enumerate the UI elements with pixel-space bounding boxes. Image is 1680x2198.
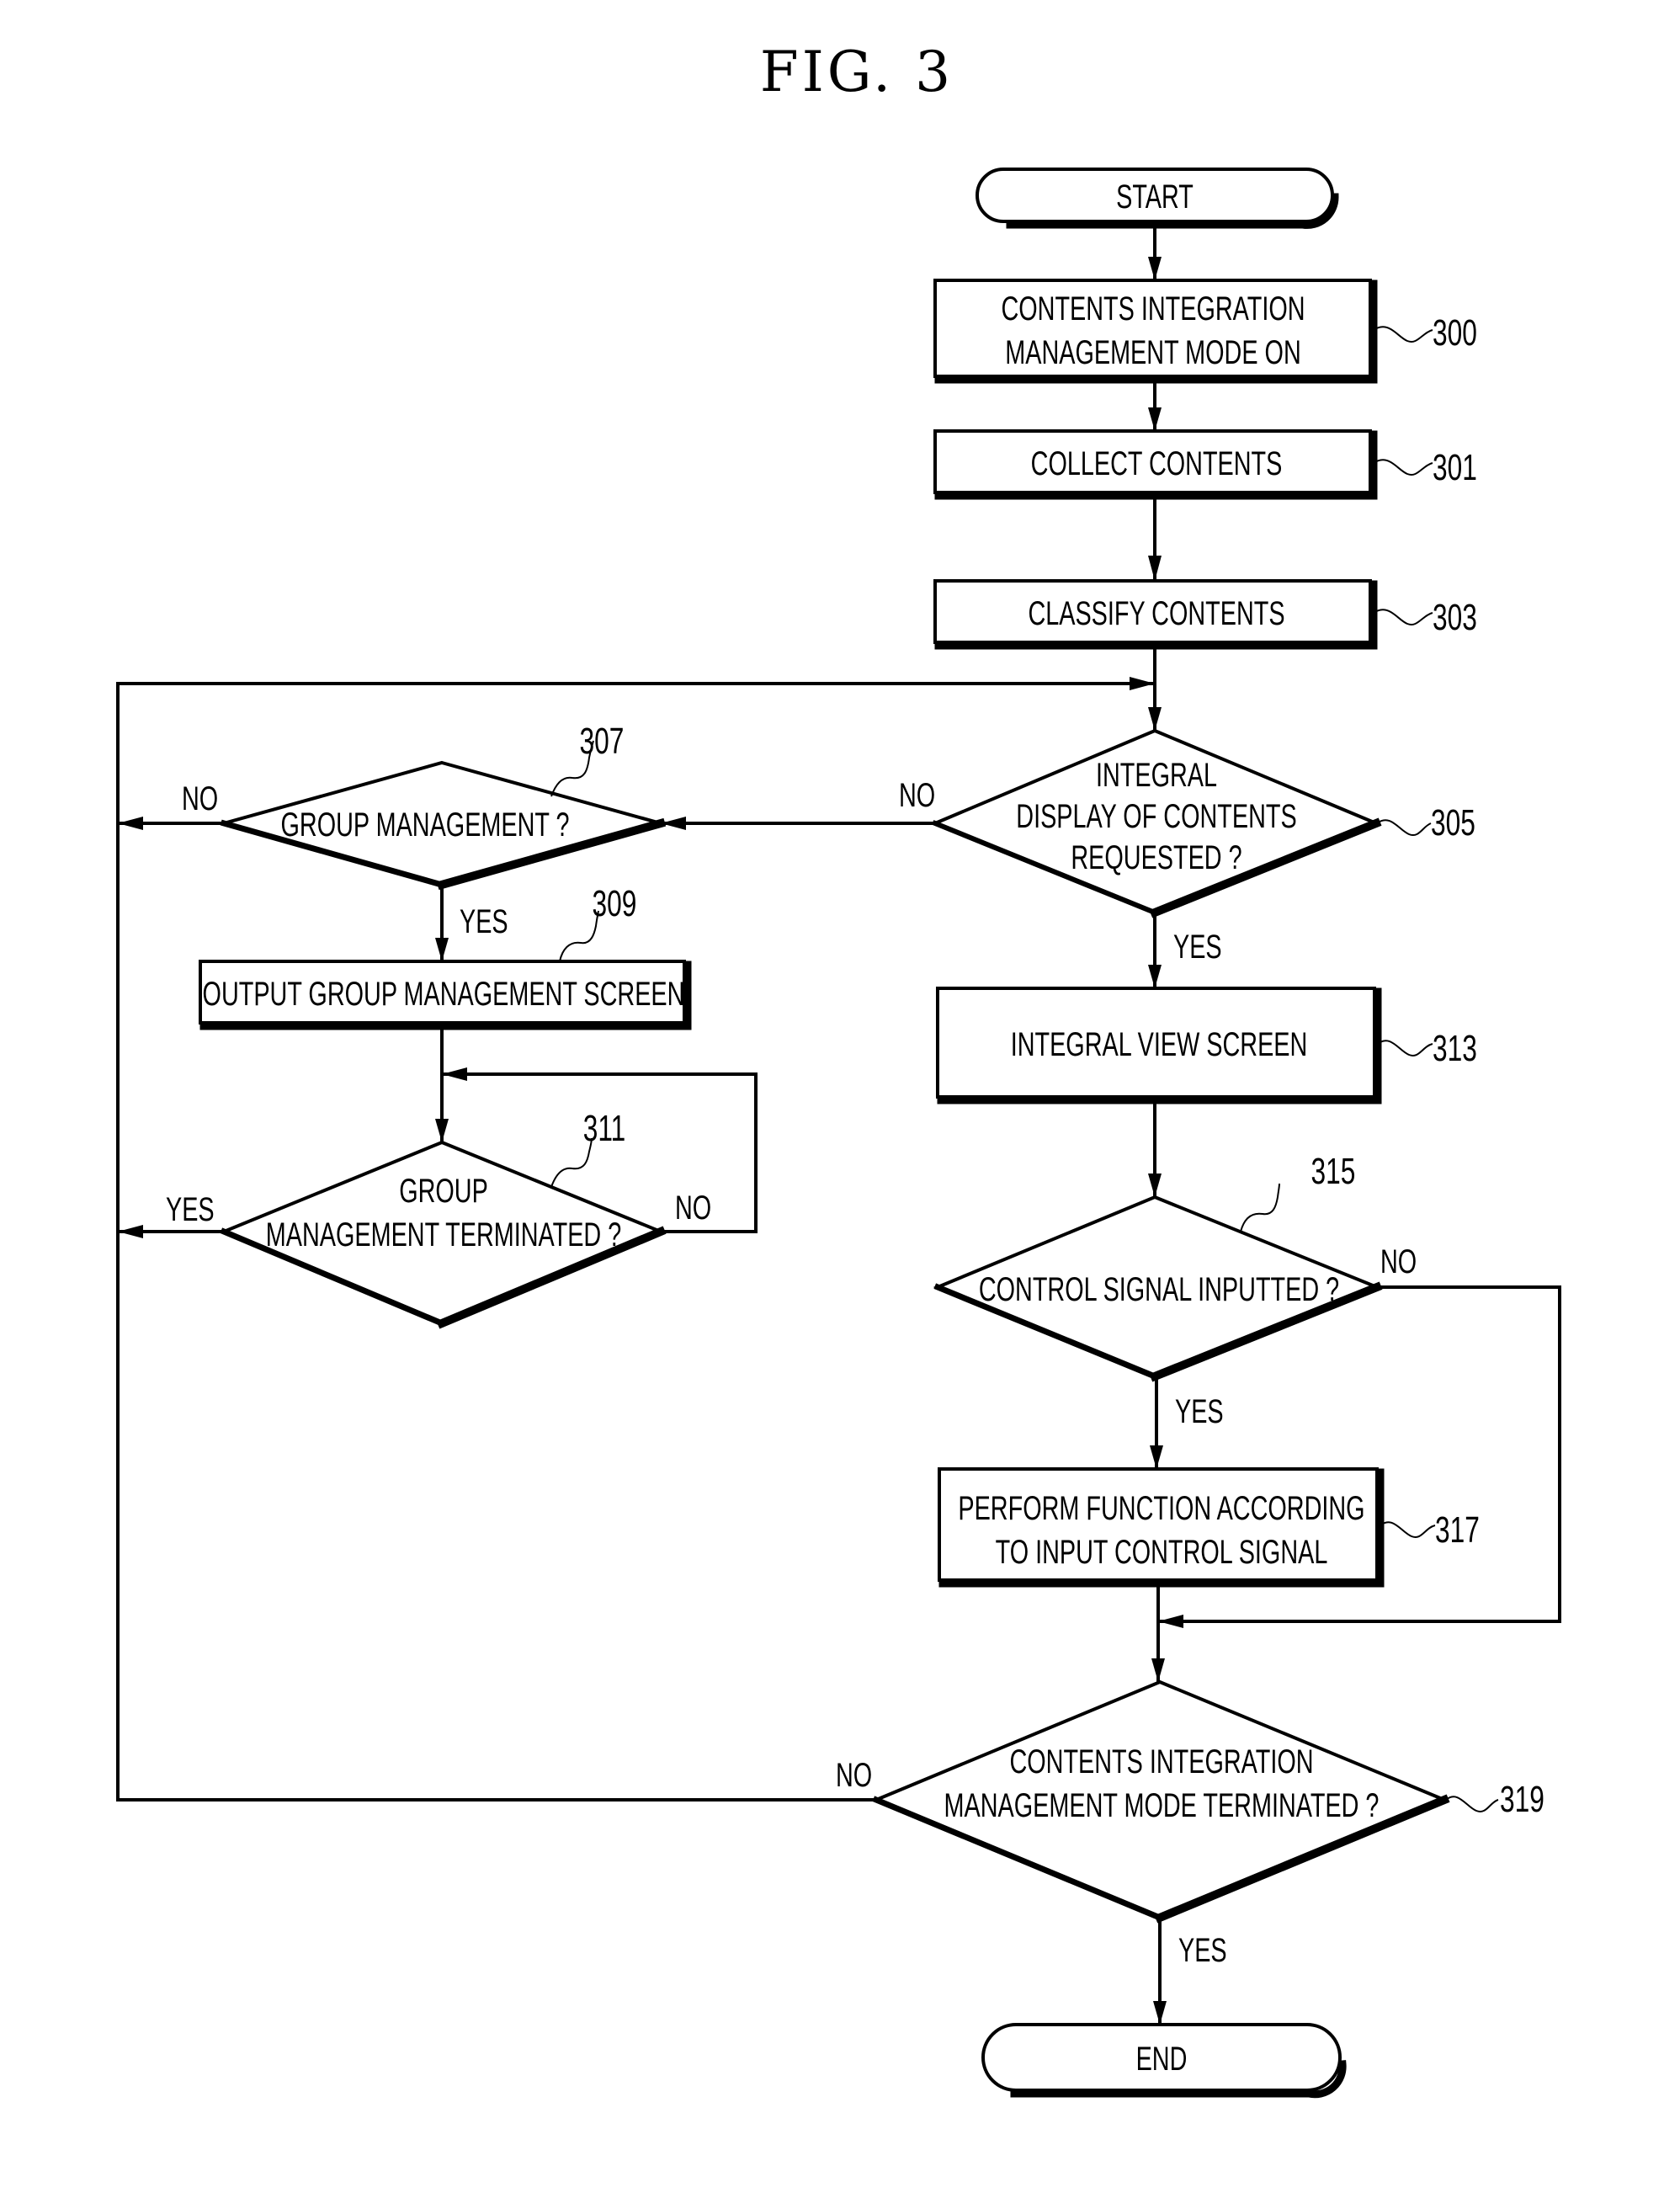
decision-305-line-1: INTEGRAL <box>1096 757 1217 794</box>
arrowhead <box>435 1119 449 1142</box>
label-319-yes: YES <box>1178 1932 1227 1969</box>
process-313: INTEGRAL VIEW SCREEN <box>938 988 1378 1100</box>
ref-301: 301 <box>1433 447 1477 488</box>
start-label: START <box>1116 178 1194 216</box>
label-315-yes: YES <box>1175 1393 1224 1430</box>
arrowhead <box>1158 1615 1183 1628</box>
decision-319-line-1: CONTENTS INTEGRATION <box>1009 1743 1313 1780</box>
leader-301 <box>1374 460 1433 475</box>
label-319-no: NO <box>836 1757 872 1794</box>
process-317: PERFORM FUNCTION ACCORDING TO INPUT CONT… <box>939 1469 1380 1583</box>
ref-317: 317 <box>1435 1509 1480 1551</box>
end-label: END <box>1136 2041 1188 2078</box>
arrowhead <box>118 1225 143 1238</box>
leader-313 <box>1378 1040 1433 1056</box>
ref-319: 319 <box>1500 1779 1544 1820</box>
label-305-yes: YES <box>1173 929 1222 966</box>
process-301-label: COLLECT CONTENTS <box>1031 445 1283 482</box>
arrowhead <box>118 817 143 830</box>
end-terminal: END <box>983 2025 1342 2094</box>
arrowhead <box>1148 707 1162 731</box>
label-311-yes: YES <box>166 1191 215 1228</box>
label-305-no: NO <box>899 777 935 814</box>
decision-315-label: CONTROL SIGNAL INPUTTED ? <box>979 1271 1339 1308</box>
decision-319-line-2: MANAGEMENT MODE TERMINATED ? <box>944 1787 1380 1824</box>
leader-300 <box>1374 327 1433 342</box>
process-300-line-1: CONTENTS INTEGRATION <box>1001 290 1305 327</box>
arrowhead <box>1148 257 1162 280</box>
ref-313: 313 <box>1433 1028 1477 1069</box>
decision-315: CONTROL SIGNAL INPUTTED ? <box>938 1197 1377 1376</box>
decision-311: GROUP MANAGEMENT TERMINATED ? <box>224 1142 661 1323</box>
leader-305 <box>1377 820 1431 835</box>
process-300-line-2: MANAGEMENT MODE ON <box>1005 334 1301 371</box>
ref-300: 300 <box>1433 312 1477 354</box>
arrowhead <box>1148 965 1162 988</box>
label-311-no: NO <box>675 1189 711 1227</box>
start-terminal: START <box>977 169 1335 225</box>
decision-305-line-2: DISPLAY OF CONTENTS <box>1016 798 1296 835</box>
leader-319 <box>1446 1796 1498 1812</box>
label-307-no: NO <box>182 780 218 817</box>
decision-305: INTEGRAL DISPLAY OF CONTENTS REQUESTED ? <box>935 731 1376 913</box>
arrowhead <box>1148 1174 1162 1197</box>
decision-307: GROUP MANAGEMENT ? <box>224 763 661 885</box>
ref-309: 309 <box>593 883 637 924</box>
arrowhead <box>435 938 449 961</box>
ref-315: 315 <box>1311 1151 1356 1192</box>
decision-319: CONTENTS INTEGRATION MANAGEMENT MODE TER… <box>876 1682 1444 1918</box>
process-301: COLLECT CONTENTS <box>935 431 1374 496</box>
arrowhead <box>1151 1658 1165 1682</box>
leader-315 <box>1241 1184 1279 1232</box>
process-303: CLASSIFY CONTENTS <box>935 581 1374 646</box>
arrowhead <box>1148 556 1162 581</box>
decision-311-line-1: GROUP <box>399 1173 488 1210</box>
process-309: OUTPUT GROUP MANAGEMENT SCREEN <box>200 961 688 1026</box>
decision-305-line-3: REQUESTED ? <box>1071 839 1241 876</box>
ref-303: 303 <box>1433 597 1477 638</box>
ref-307: 307 <box>580 721 625 762</box>
label-307-yes: YES <box>460 903 508 940</box>
process-317-line-2: TO INPUT CONTROL SIGNAL <box>996 1534 1328 1571</box>
decision-307-label: GROUP MANAGEMENT ? <box>281 806 570 844</box>
process-313-label: INTEGRAL VIEW SCREEN <box>1011 1026 1308 1063</box>
arrowhead <box>1148 407 1162 431</box>
ref-311: 311 <box>583 1108 626 1149</box>
label-315-no: NO <box>1380 1243 1417 1280</box>
arrowhead <box>1130 677 1155 690</box>
arrowhead <box>1150 1445 1163 1469</box>
ref-305: 305 <box>1431 802 1475 844</box>
process-300: CONTENTS INTEGRATION MANAGEMENT MODE ON <box>935 280 1374 380</box>
leader-303 <box>1374 609 1433 625</box>
leader-317 <box>1380 1522 1435 1537</box>
decision-311-line-2: MANAGEMENT TERMINATED ? <box>266 1216 622 1253</box>
arrowhead <box>1153 2001 1167 2025</box>
process-309-label: OUTPUT GROUP MANAGEMENT SCREEN <box>203 976 685 1013</box>
arrowhead <box>442 1067 467 1081</box>
process-303-label: CLASSIFY CONTENTS <box>1028 595 1284 632</box>
figure-title: FIG. 3 <box>760 40 954 104</box>
process-317-line-1: PERFORM FUNCTION ACCORDING <box>958 1490 1364 1527</box>
